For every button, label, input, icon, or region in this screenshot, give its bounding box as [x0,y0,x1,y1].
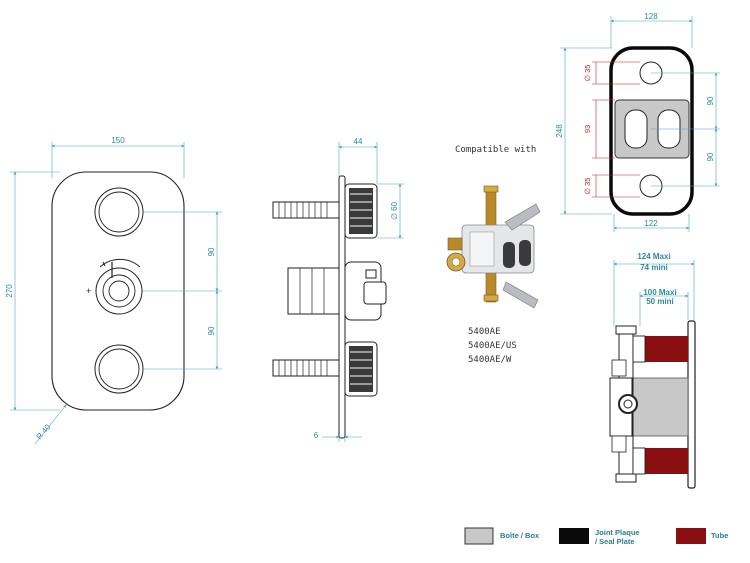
top-knob-outer [94,187,144,237]
middle-knob-outer [95,267,143,315]
valve-body-illustration [446,185,541,309]
box-housing [631,377,689,437]
box-max-label: 100 Maxi [643,288,676,297]
plate-hole-top-label: ∅ 35 [583,65,592,82]
side-view: 44 ∅ 60 6 [272,137,404,442]
compatible-model: 5400AE [468,327,501,337]
plate-spacing-bottom-label: 90 [706,152,715,161]
side-diameter-label: ∅ 60 [390,201,399,220]
side-depth-label: 44 [354,137,363,146]
middle-cartridge [287,267,340,315]
compatible-model: 5400AE/US [468,341,517,351]
legend-swatch-tube [676,528,706,544]
bottom-knob-inner [98,348,140,390]
front-spacing-top-label: 90 [207,247,216,256]
plate-width-top-label: 128 [644,12,658,21]
box-depth-max-label: 124 Maxi [637,252,670,261]
radius-leader [34,404,67,445]
legend: Boîte / Box Joint Plaque / Seal Plate Tu… [464,527,728,546]
legend-label: / Seal Plate [595,537,635,546]
box-seal-plate [687,320,696,489]
box-tube-bottom [645,448,688,474]
front-spacing-bottom-label: 90 [207,326,216,335]
bottom-knob-outer [94,344,144,394]
legend-swatch-seal-plate [559,528,589,544]
plate-center-height-label: 93 [583,125,592,133]
compatible-section: Compatible with 5400AE 5400AE/US 5400AE/… [446,145,541,365]
front-view: + 150 270 90 90 R 40 [5,136,222,445]
legend-label: Boîte / Box [500,531,540,540]
plate-hole-bottom-label: ∅ 35 [583,178,592,195]
arc-tick [102,261,106,267]
legend-swatch-box [464,527,494,545]
bottom-spindle [272,359,340,377]
plate-height-label: 248 [555,124,564,138]
box-view: 124 Maxi 74 mini 100 Maxi 50 mini [609,252,696,489]
box-tube-top [645,336,688,362]
legend-label: Joint Plaque [595,528,640,537]
top-knob-inner [98,191,140,233]
front-height-label: 270 [5,284,14,298]
compatible-heading: Compatible with [455,145,536,155]
side-plate [338,175,346,439]
middle-knob-center [108,280,130,302]
plate-spacing-top-label: 90 [706,96,715,105]
compatible-model: 5400AE/W [468,355,512,365]
box-min-label: 50 mini [646,297,674,306]
side-plate-label: 6 [314,431,319,440]
plate-slot-left [624,109,648,149]
top-valve-knurl [349,188,373,234]
plate-view: 128 248 ∅ 35 ∅ 35 93 90 90 122 [555,12,720,232]
middle-knob-mid [102,274,136,308]
top-spindle [272,201,340,219]
plus-symbol: + [86,286,91,296]
legend-label: Tube [711,531,728,540]
temperature-arc [99,258,141,268]
bottom-valve-knurl [349,346,373,392]
front-width-label: 150 [111,136,125,145]
plate-width-bottom-label: 122 [644,219,658,228]
box-depth-min-label: 74 mini [640,263,668,272]
